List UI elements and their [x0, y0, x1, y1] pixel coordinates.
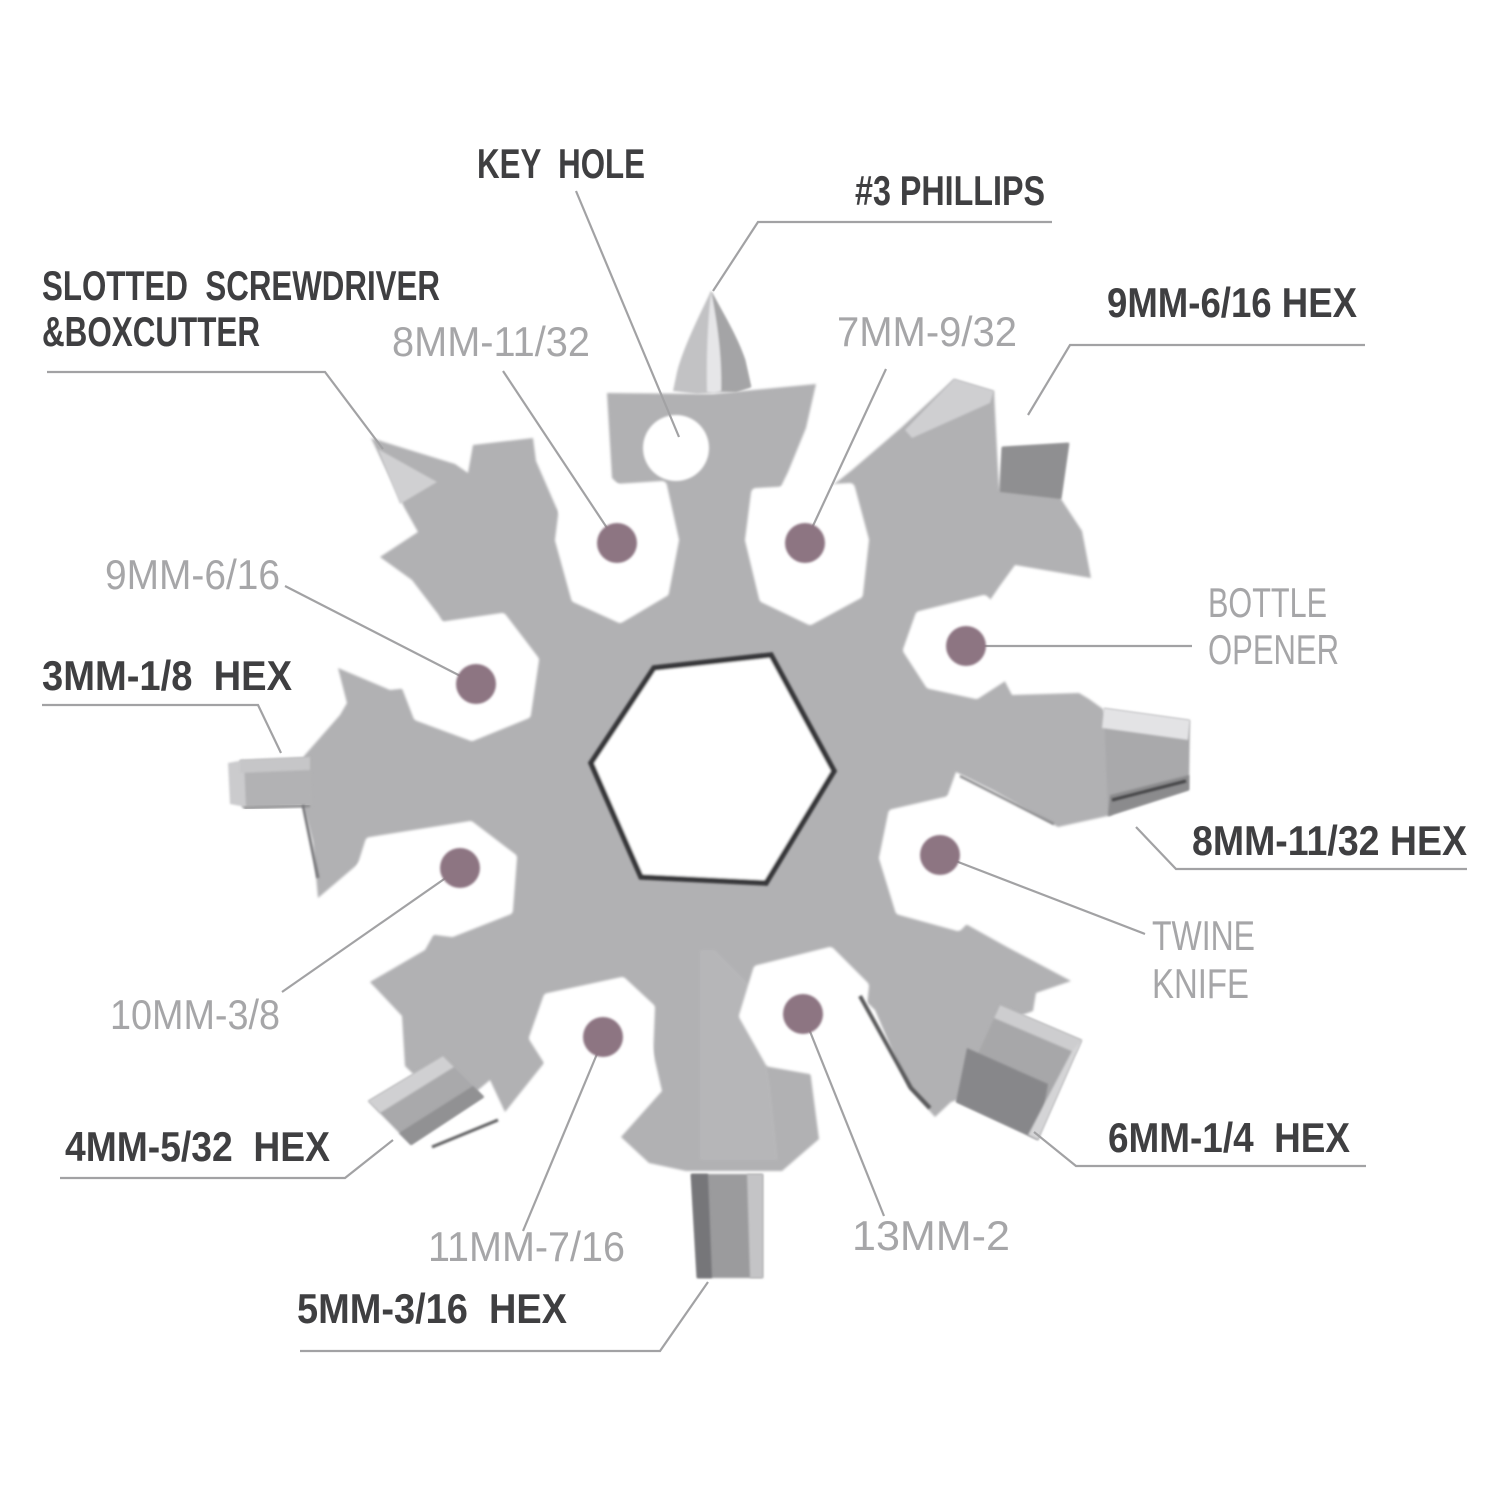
svg-text:9MM-6/16 HEX: 9MM-6/16 HEX	[1107, 279, 1357, 326]
svg-text:TWINE: TWINE	[1152, 912, 1255, 959]
svg-text:KEY HOLE: KEY HOLE	[477, 140, 645, 187]
svg-text:5MM-3/16 HEX: 5MM-3/16 HEX	[297, 1285, 567, 1332]
svg-text:4MM-5/32 HEX: 4MM-5/32 HEX	[65, 1123, 330, 1170]
svg-text:13MM-2: 13MM-2	[852, 1212, 1010, 1259]
svg-text:KNIFE: KNIFE	[1152, 960, 1249, 1007]
svg-text:BOTTLE: BOTTLE	[1208, 579, 1327, 626]
svg-text:8MM-11/32 HEX: 8MM-11/32 HEX	[1192, 817, 1467, 864]
svg-text:8MM-11/32: 8MM-11/32	[392, 318, 590, 365]
svg-text:SLOTTED SCREWDRIVER: SLOTTED SCREWDRIVER	[42, 262, 440, 309]
svg-text:OPENER: OPENER	[1208, 626, 1339, 673]
svg-text:9MM-6/16: 9MM-6/16	[105, 551, 280, 598]
svg-text:6MM-1/4 HEX: 6MM-1/4 HEX	[1108, 1114, 1350, 1161]
svg-text:11MM-7/16: 11MM-7/16	[428, 1223, 625, 1270]
svg-text:7MM-9/32: 7MM-9/32	[837, 308, 1017, 355]
svg-text:#3 PHILLIPS: #3 PHILLIPS	[855, 167, 1045, 214]
svg-text:3MM-1/8 HEX: 3MM-1/8 HEX	[42, 652, 292, 699]
svg-text:10MM-3/8: 10MM-3/8	[110, 991, 280, 1038]
svg-text:&BOXCUTTER: &BOXCUTTER	[42, 308, 260, 355]
